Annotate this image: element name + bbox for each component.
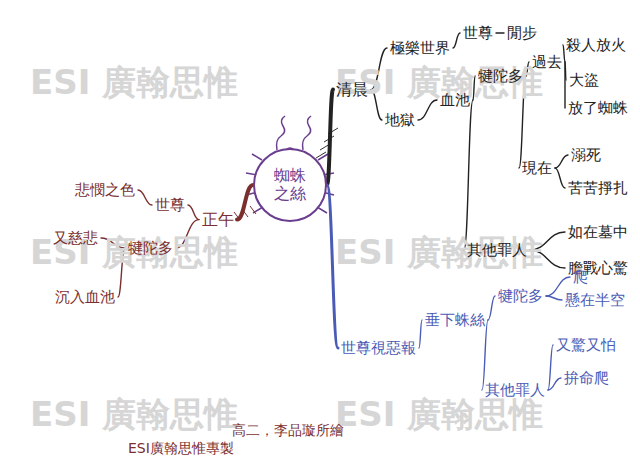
topic-text: 犍陀多: [128, 239, 173, 257]
watermark: ESI 廣翰思惟: [30, 60, 238, 106]
topic-text: 溺死: [571, 146, 601, 164]
topic-text: 如在墓中: [568, 223, 628, 241]
branch-topic: 又驚又怕: [553, 334, 619, 356]
branch-line: [555, 155, 568, 168]
topic-text: 又驚又怕: [556, 336, 616, 354]
branch-line: [496, 32, 504, 33]
topic-text: 世尊: [155, 196, 185, 214]
branch-topic: 溺死: [568, 144, 604, 166]
branch-line: [138, 190, 152, 205]
branch-line: [453, 33, 460, 48]
branch-topic: 苦苦掙扎: [565, 177, 631, 199]
branch-line: [548, 378, 561, 390]
topic-text: 爬: [573, 268, 588, 286]
topic-text: 其他罪人: [467, 241, 527, 259]
branch-line: [419, 320, 422, 348]
branch-topic: 世尊: [460, 22, 496, 44]
topic-text: 又慈悲: [53, 229, 98, 247]
branch-line: [564, 62, 565, 108]
branch-topic: 地獄: [382, 109, 418, 131]
branch-topic: 悲憫之色: [72, 179, 138, 201]
branch-line: [546, 296, 562, 300]
topic-text: 犍陀多: [498, 287, 543, 305]
branch-topic: 犍陀多: [495, 285, 546, 307]
branch-topic: 血池: [437, 89, 473, 111]
branch-line: [327, 90, 333, 185]
topic-text: 悲憫之色: [75, 181, 135, 199]
branch-topic: 其他罪人: [464, 239, 530, 261]
topic-text: 苦苦掙扎: [568, 179, 628, 197]
topic-text: 犍陀多: [478, 67, 523, 85]
topic-text: 清晨: [336, 80, 368, 99]
branch-topic: 殺人放火: [563, 34, 629, 56]
branch-line: [488, 296, 495, 320]
branch-topic: 世尊視惡報: [338, 337, 419, 359]
credit-note: ESI廣翰思惟專製: [128, 440, 234, 458]
branch-line: [464, 100, 473, 250]
branch-line: [188, 205, 199, 220]
topic-text: 殺人放火: [566, 36, 626, 54]
branch-line: [418, 100, 437, 120]
branch-line: [548, 345, 553, 390]
branch-topic: 過去: [529, 51, 565, 73]
credit-note: 高二，李品璇所繪: [232, 422, 344, 440]
branch-topic: 垂下蛛絲: [422, 309, 488, 331]
central-circle: 蜘蛛之絲: [253, 148, 327, 222]
branch-topic: 世尊: [152, 194, 188, 216]
branch-topic: 正午: [199, 208, 237, 231]
branch-topic: 懸在半空: [562, 289, 628, 311]
topic-text: 懸在半空: [565, 291, 625, 309]
topic-text: 正午: [202, 210, 234, 229]
topic-text: 現在: [522, 159, 552, 177]
branch-topic: 又慈悲: [50, 227, 101, 249]
topic-text: 其他罪人: [485, 381, 545, 399]
branch-topic: 現在: [519, 157, 555, 179]
branch-line: [482, 320, 488, 390]
branch-topic: 犍陀多: [125, 237, 176, 259]
watermark: ESI 廣翰思惟: [30, 392, 238, 438]
topic-text: 極樂世界: [390, 39, 450, 57]
branch-topic: 拚命爬: [561, 367, 612, 389]
branch-topic: 放了蜘蛛: [565, 97, 631, 119]
branch-topic: 沉入血池: [52, 286, 118, 308]
topic-text: 過去: [532, 53, 562, 71]
topic-text: 血池: [440, 91, 470, 109]
branch-topic: 如在墓中: [565, 221, 631, 243]
branch-topic: 犍陀多: [475, 65, 526, 87]
branch-topic: 其他罪人: [482, 379, 548, 401]
branch-line: [563, 45, 565, 62]
topic-text: 沉入血池: [55, 288, 115, 306]
branch-topic: 閒步: [504, 22, 540, 44]
branch-topic: 極樂世界: [387, 37, 453, 59]
topic-text: 垂下蛛絲: [425, 311, 485, 329]
branch-topic: 清晨: [333, 78, 371, 101]
branch-topic: 大盜: [566, 69, 602, 91]
branch-topic: 爬: [570, 266, 591, 288]
branch-hatching: [316, 128, 338, 158]
topic-text: 蜘蛛之絲: [273, 167, 307, 204]
topic-text: 世尊: [463, 24, 493, 42]
topic-text: 世尊視惡報: [341, 339, 416, 357]
topic-text: 閒步: [507, 24, 537, 42]
branch-line: [237, 185, 253, 220]
branch-line: [555, 168, 565, 188]
topic-text: 地獄: [385, 111, 415, 129]
topic-text: 大盜: [569, 71, 599, 89]
topic-text: 放了蜘蛛: [568, 99, 628, 117]
topic-text: 拚命爬: [564, 369, 609, 387]
